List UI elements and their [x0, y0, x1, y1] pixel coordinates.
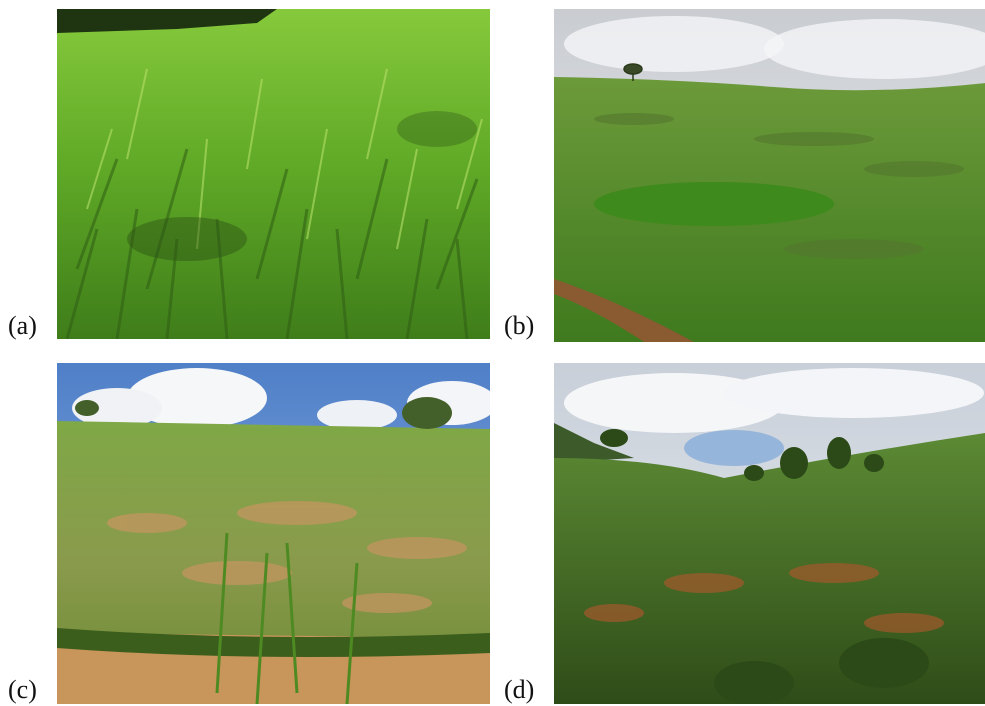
- photo-d-degraded-hillside: [554, 363, 985, 704]
- photo-panel-d: [554, 363, 985, 704]
- photo-b-pasture-hillside: [554, 9, 985, 342]
- photo-a-grass-closeup: [57, 9, 490, 339]
- panel-label-a: (a): [8, 311, 37, 340]
- photo-panel-b: [554, 9, 985, 342]
- panel-label-c: (c): [8, 675, 37, 704]
- photo-panel-c: [57, 363, 490, 704]
- photo-panel-a: [57, 9, 490, 339]
- panel-label-d: (d): [504, 675, 535, 704]
- photo-c-sparse-grass-soil: [57, 363, 490, 704]
- panel-label-b: (b): [504, 311, 535, 340]
